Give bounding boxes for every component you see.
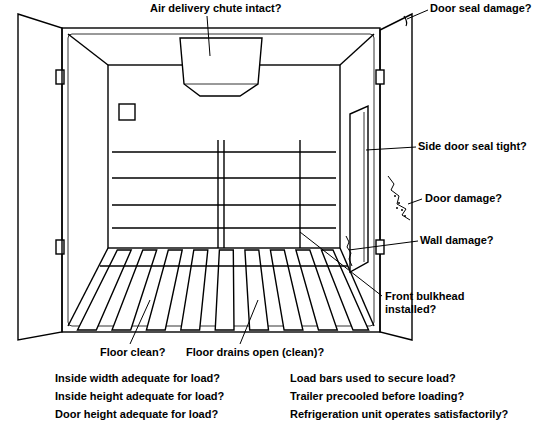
perspective-line: [340, 34, 374, 65]
floor-slat: [321, 250, 368, 330]
floor-slat: [146, 250, 182, 330]
callout-label: Inside width adequate for load?: [55, 372, 220, 385]
air-chute: [180, 38, 262, 96]
side-door: [350, 106, 368, 272]
callout-label: Floor drains open (clean)?: [186, 346, 324, 359]
stipple-dot: [398, 202, 400, 204]
callout-label: Side door seal tight?: [418, 140, 527, 153]
callout-label: Refrigeration unit operates satisfactori…: [290, 408, 508, 421]
leader-line: [240, 300, 258, 344]
leader-line: [366, 147, 416, 150]
hinge: [376, 240, 384, 254]
hinge: [376, 70, 384, 84]
wall-crack: [346, 236, 352, 266]
floor-slat: [270, 250, 303, 330]
leader-lines: [130, 10, 428, 344]
stipple-dot: [396, 207, 398, 209]
stipple-dot: [404, 215, 406, 217]
callout-label: Inside height adequate for load?: [55, 390, 224, 403]
callout-label: Wall damage?: [420, 234, 494, 247]
left-door: [18, 14, 62, 340]
callout-label: Door damage?: [425, 192, 502, 205]
perspective-line: [68, 34, 108, 65]
stipple-dot: [394, 195, 396, 197]
leader-line: [207, 16, 210, 56]
callout-label: Door height adequate for load?: [55, 408, 218, 421]
leader-line: [130, 300, 150, 344]
stipple-dot: [401, 209, 403, 211]
floor-crossbar: [100, 265, 348, 266]
callout-label: Front bulkhead installed?: [385, 290, 481, 316]
leader-line: [408, 199, 422, 204]
hinge: [56, 70, 64, 84]
callout-label: Load bars used to secure load?: [290, 372, 456, 385]
floor-slat: [245, 250, 269, 330]
air-chute-edge: [184, 84, 258, 85]
wall-rib: [217, 140, 218, 248]
callout-label: Door seal damage?: [430, 2, 531, 15]
floor-slat: [215, 250, 234, 330]
wall-rib: [223, 140, 224, 248]
leader-line: [300, 232, 382, 296]
trailer-frame: [62, 28, 380, 332]
floor-slats: [78, 250, 369, 330]
side-door-seal: [364, 112, 365, 262]
leader-line: [349, 241, 418, 250]
vent-square: [119, 104, 135, 120]
door-damage-mark: [388, 176, 410, 220]
leader-line: [407, 10, 428, 19]
floor-slat: [181, 250, 208, 330]
door-seal-mark: [404, 16, 407, 26]
door-damage-stipple: [394, 195, 406, 217]
hinge: [56, 240, 64, 254]
callout-label: Trailer precooled before loading?: [290, 390, 464, 403]
callout-label: Air delivery chute intact?: [150, 2, 281, 15]
callout-label: Floor clean?: [100, 346, 165, 359]
